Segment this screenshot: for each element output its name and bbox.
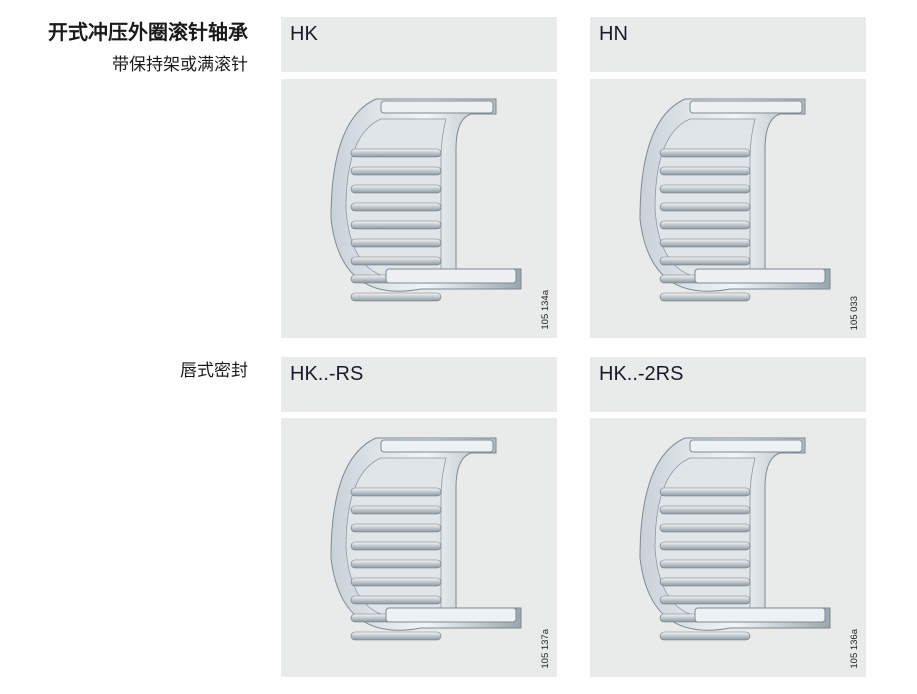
figure-code: 105 136a (849, 629, 860, 669)
section-title-lip-seal: 唇式密封 (180, 361, 248, 381)
figure-code: 105 033 (849, 295, 860, 330)
bearing-drawing (330, 437, 522, 641)
bearing-image-hn: 105 033 (590, 79, 866, 338)
bearing-drawing (330, 98, 522, 302)
panel-header-hk-rs: HK..-RS (281, 357, 557, 412)
panel-header-hk-2rs: HK..-2RS (590, 357, 866, 412)
panel-header-hn: HN (590, 17, 866, 72)
figure-code: 105 134a (540, 290, 551, 330)
bearing-drawing (639, 98, 831, 302)
page-subtitle: 带保持架或满滚针 (112, 55, 248, 75)
bearing-image-hk: 105 134a (281, 79, 557, 338)
bearing-drawing (639, 437, 831, 641)
bearing-image-hk-2rs: 105 136a (590, 418, 866, 677)
panel-header-hk: HK (281, 17, 557, 72)
bearing-image-hk-rs: 105 137a (281, 418, 557, 677)
figure-code: 105 137a (540, 629, 551, 669)
page-title: 开式冲压外圈滚针轴承 (48, 20, 248, 44)
